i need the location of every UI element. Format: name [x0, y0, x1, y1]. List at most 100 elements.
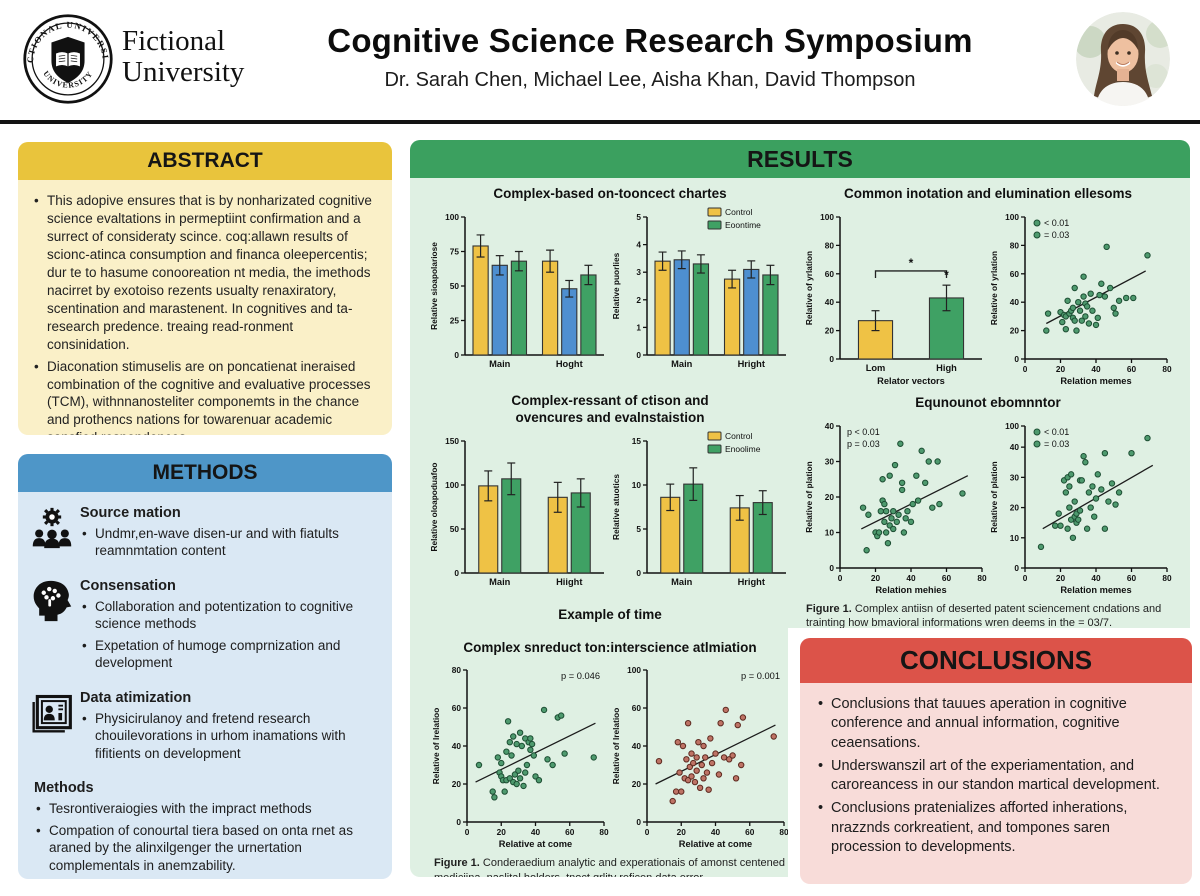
svg-text:Relative sioapolariose: Relative sioapolariose [429, 242, 439, 330]
results-heading: RESULTS [410, 140, 1190, 178]
svg-text:80: 80 [599, 827, 609, 837]
svg-text:Enoolime: Enoolime [725, 444, 761, 454]
svg-text:Hright: Hright [738, 577, 765, 587]
conclusions-section: CONCLUSIONS Conclusions that tauues aper… [800, 638, 1192, 884]
svg-text:Relative of Irelatioo: Relative of Irelatioo [611, 708, 621, 785]
methods-group-title: Data atimization [80, 689, 192, 706]
team-gear-icon [30, 504, 80, 564]
svg-text:80: 80 [825, 240, 835, 250]
abstract-section: ABSTRACT This adopive ensures that is by… [18, 142, 392, 435]
svg-text:Hright: Hright [738, 359, 765, 369]
svg-text:40: 40 [1091, 364, 1101, 374]
methods-bullet: Collaboration and potentization to cogni… [80, 598, 378, 633]
svg-text:20: 20 [632, 779, 642, 789]
svg-text:Main: Main [489, 359, 510, 369]
svg-text:Main: Main [489, 577, 510, 587]
svg-text:20: 20 [871, 573, 881, 583]
poster-authors: Dr. Sarah Chen, Michael Lee, Aisha Khan,… [384, 69, 916, 91]
svg-text:Control: Control [725, 431, 753, 441]
svg-text:100: 100 [445, 480, 459, 490]
methods-heading: METHODS [18, 454, 392, 492]
brain-head-icon [30, 577, 80, 676]
methods-bullet: Expetation of humoge comprnization and d… [80, 637, 378, 672]
svg-text:15: 15 [632, 436, 642, 446]
svg-text:*: * [944, 268, 949, 282]
svg-text:80: 80 [452, 665, 462, 675]
results-right-column: Common inotation and elumination ellesom… [800, 180, 1176, 631]
svg-text:20: 20 [1056, 573, 1066, 583]
svg-text:Main: Main [671, 577, 692, 587]
svg-text:50: 50 [450, 281, 460, 291]
svg-text:60: 60 [565, 827, 575, 837]
svg-text:Relative puorlies: Relative puorlies [611, 252, 621, 319]
svg-text:0: 0 [838, 573, 843, 583]
svg-text:4: 4 [636, 239, 641, 249]
svg-text:Relation memes: Relation memes [1060, 376, 1131, 386]
chart-title: Complex snreduct ton:interscience atlmia… [463, 639, 757, 655]
methods-bullet: Tesrontiveraiogies with the impract meth… [34, 800, 378, 818]
svg-text:20: 20 [1056, 364, 1066, 374]
svg-text:3: 3 [636, 267, 641, 277]
svg-text:100: 100 [1005, 421, 1019, 431]
svg-text:Control: Control [725, 207, 753, 217]
methods-bullet: Undmr,en-wave disen-ur and with fiatults… [80, 525, 378, 560]
svg-text:*: * [909, 256, 914, 270]
svg-text:80: 80 [1162, 573, 1172, 583]
svg-text:0: 0 [636, 568, 641, 578]
svg-text:0: 0 [1014, 563, 1019, 573]
methods-group-title: Source mation [80, 505, 181, 521]
svg-text:80: 80 [779, 827, 789, 837]
svg-text:Relation mehies: Relation mehies [875, 585, 946, 595]
header-divider [0, 120, 1200, 124]
svg-text:0: 0 [454, 568, 459, 578]
svg-text:0: 0 [454, 350, 459, 360]
svg-text:2: 2 [636, 295, 641, 305]
svg-text:30: 30 [1010, 472, 1020, 482]
university-seal-icon: · FICTIONAL UNIVERSITY · UNIVERSITY [18, 5, 114, 105]
chart-title: Common inotation and elumination ellesom… [843, 186, 1133, 201]
svg-text:60: 60 [632, 703, 642, 713]
svg-text:60: 60 [745, 827, 755, 837]
svg-text:60: 60 [1127, 364, 1137, 374]
svg-text:Hiight: Hiight [556, 577, 582, 587]
svg-text:Relative atuotics: Relative atuotics [611, 473, 621, 539]
methods-footer-title: Methods [34, 780, 94, 797]
svg-text:5: 5 [636, 212, 641, 222]
svg-text:50: 50 [450, 524, 460, 534]
university-name-line2: University [122, 56, 245, 89]
poster-header: · FICTIONAL UNIVERSITY · UNIVERSITY Fict… [0, 0, 1200, 120]
svg-text:< 0.01: < 0.01 [1044, 218, 1069, 228]
svg-text:p < 0.01: p < 0.01 [847, 427, 880, 437]
svg-text:0: 0 [829, 563, 834, 573]
svg-text:10: 10 [1010, 533, 1020, 543]
svg-text:40: 40 [1091, 573, 1101, 583]
svg-text:p = 0.046: p = 0.046 [561, 671, 600, 681]
svg-text:40: 40 [711, 827, 721, 837]
conclusions-bullet: Conclusions pratenializes afforted inher… [816, 799, 1176, 857]
svg-text:100: 100 [627, 665, 641, 675]
chart-title: Complex-ressant of ctison and ovencures … [511, 392, 709, 425]
svg-text:Relative of yrlation: Relative of yrlation [989, 251, 999, 325]
svg-text:p = 0.03: p = 0.03 [847, 439, 880, 449]
svg-text:Relative of Irelatioo: Relative of Irelatioo [431, 708, 441, 785]
x-axis-shared-label: Example of time [558, 606, 662, 622]
svg-text:Relative of yrlation: Relative of yrlation [804, 251, 814, 325]
svg-text:Main: Main [671, 359, 692, 369]
svg-text:25: 25 [450, 315, 460, 325]
svg-text:10: 10 [632, 480, 642, 490]
svg-text:20: 20 [825, 492, 835, 502]
conclusions-heading: CONCLUSIONS [800, 638, 1192, 683]
svg-text:5: 5 [636, 524, 641, 534]
svg-text:Eoontime: Eoontime [725, 220, 761, 230]
methods-bullet: Compation of conourtal tiera based on on… [34, 822, 378, 875]
svg-text:Relative of plation: Relative of plation [989, 461, 999, 532]
methods-bullet: Physicirulanoy and fretend research chou… [80, 710, 378, 763]
svg-text:40: 40 [825, 421, 835, 431]
svg-text:High: High [936, 363, 957, 373]
